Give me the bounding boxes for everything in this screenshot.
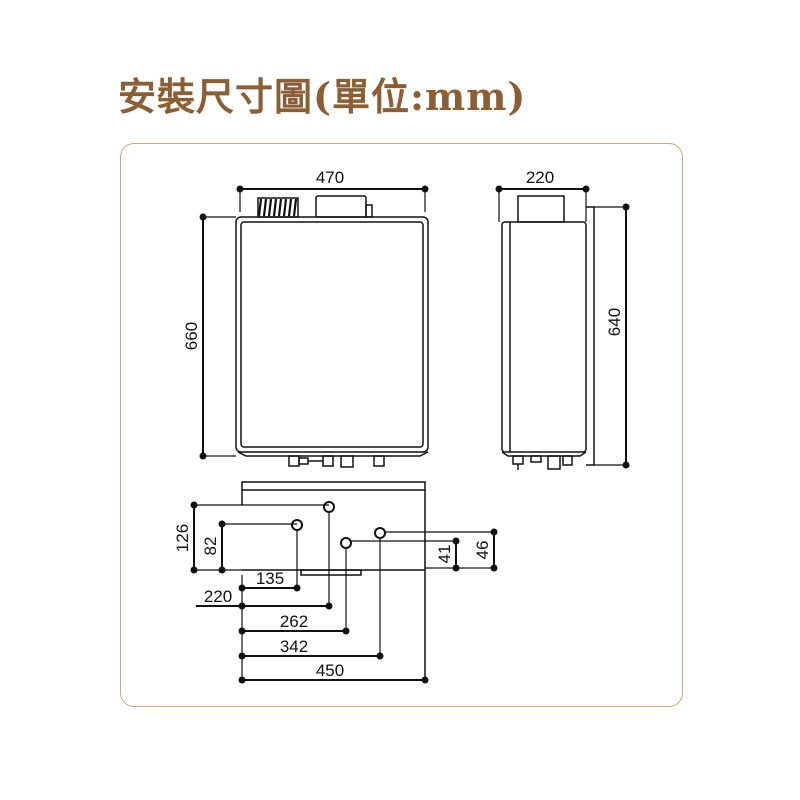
- dim-41-label: 41: [435, 545, 454, 564]
- dim-220-label: 220: [204, 587, 232, 606]
- dim-126-label: 126: [173, 524, 192, 552]
- dim-135-label: 135: [256, 569, 284, 588]
- dim-450-label: 450: [316, 661, 344, 680]
- dim-262-label: 262: [280, 612, 308, 631]
- dim-82-label: 82: [201, 537, 220, 556]
- front-width-label: 470: [316, 168, 344, 187]
- side-height-label: 640: [605, 308, 624, 336]
- front-view: 470 660: [182, 168, 429, 468]
- dim-342-label: 342: [280, 637, 308, 656]
- dim-46-label: 46: [473, 541, 492, 560]
- side-depth-label: 220: [526, 168, 554, 187]
- diagram-frame: [120, 143, 683, 707]
- side-view: 220 640: [495, 168, 630, 470]
- page-title: 安裝尺寸圖(單位:mm): [118, 74, 527, 119]
- front-height-label: 660: [182, 322, 201, 350]
- bottom-view: 126 82 41 46 135 220: [173, 481, 498, 684]
